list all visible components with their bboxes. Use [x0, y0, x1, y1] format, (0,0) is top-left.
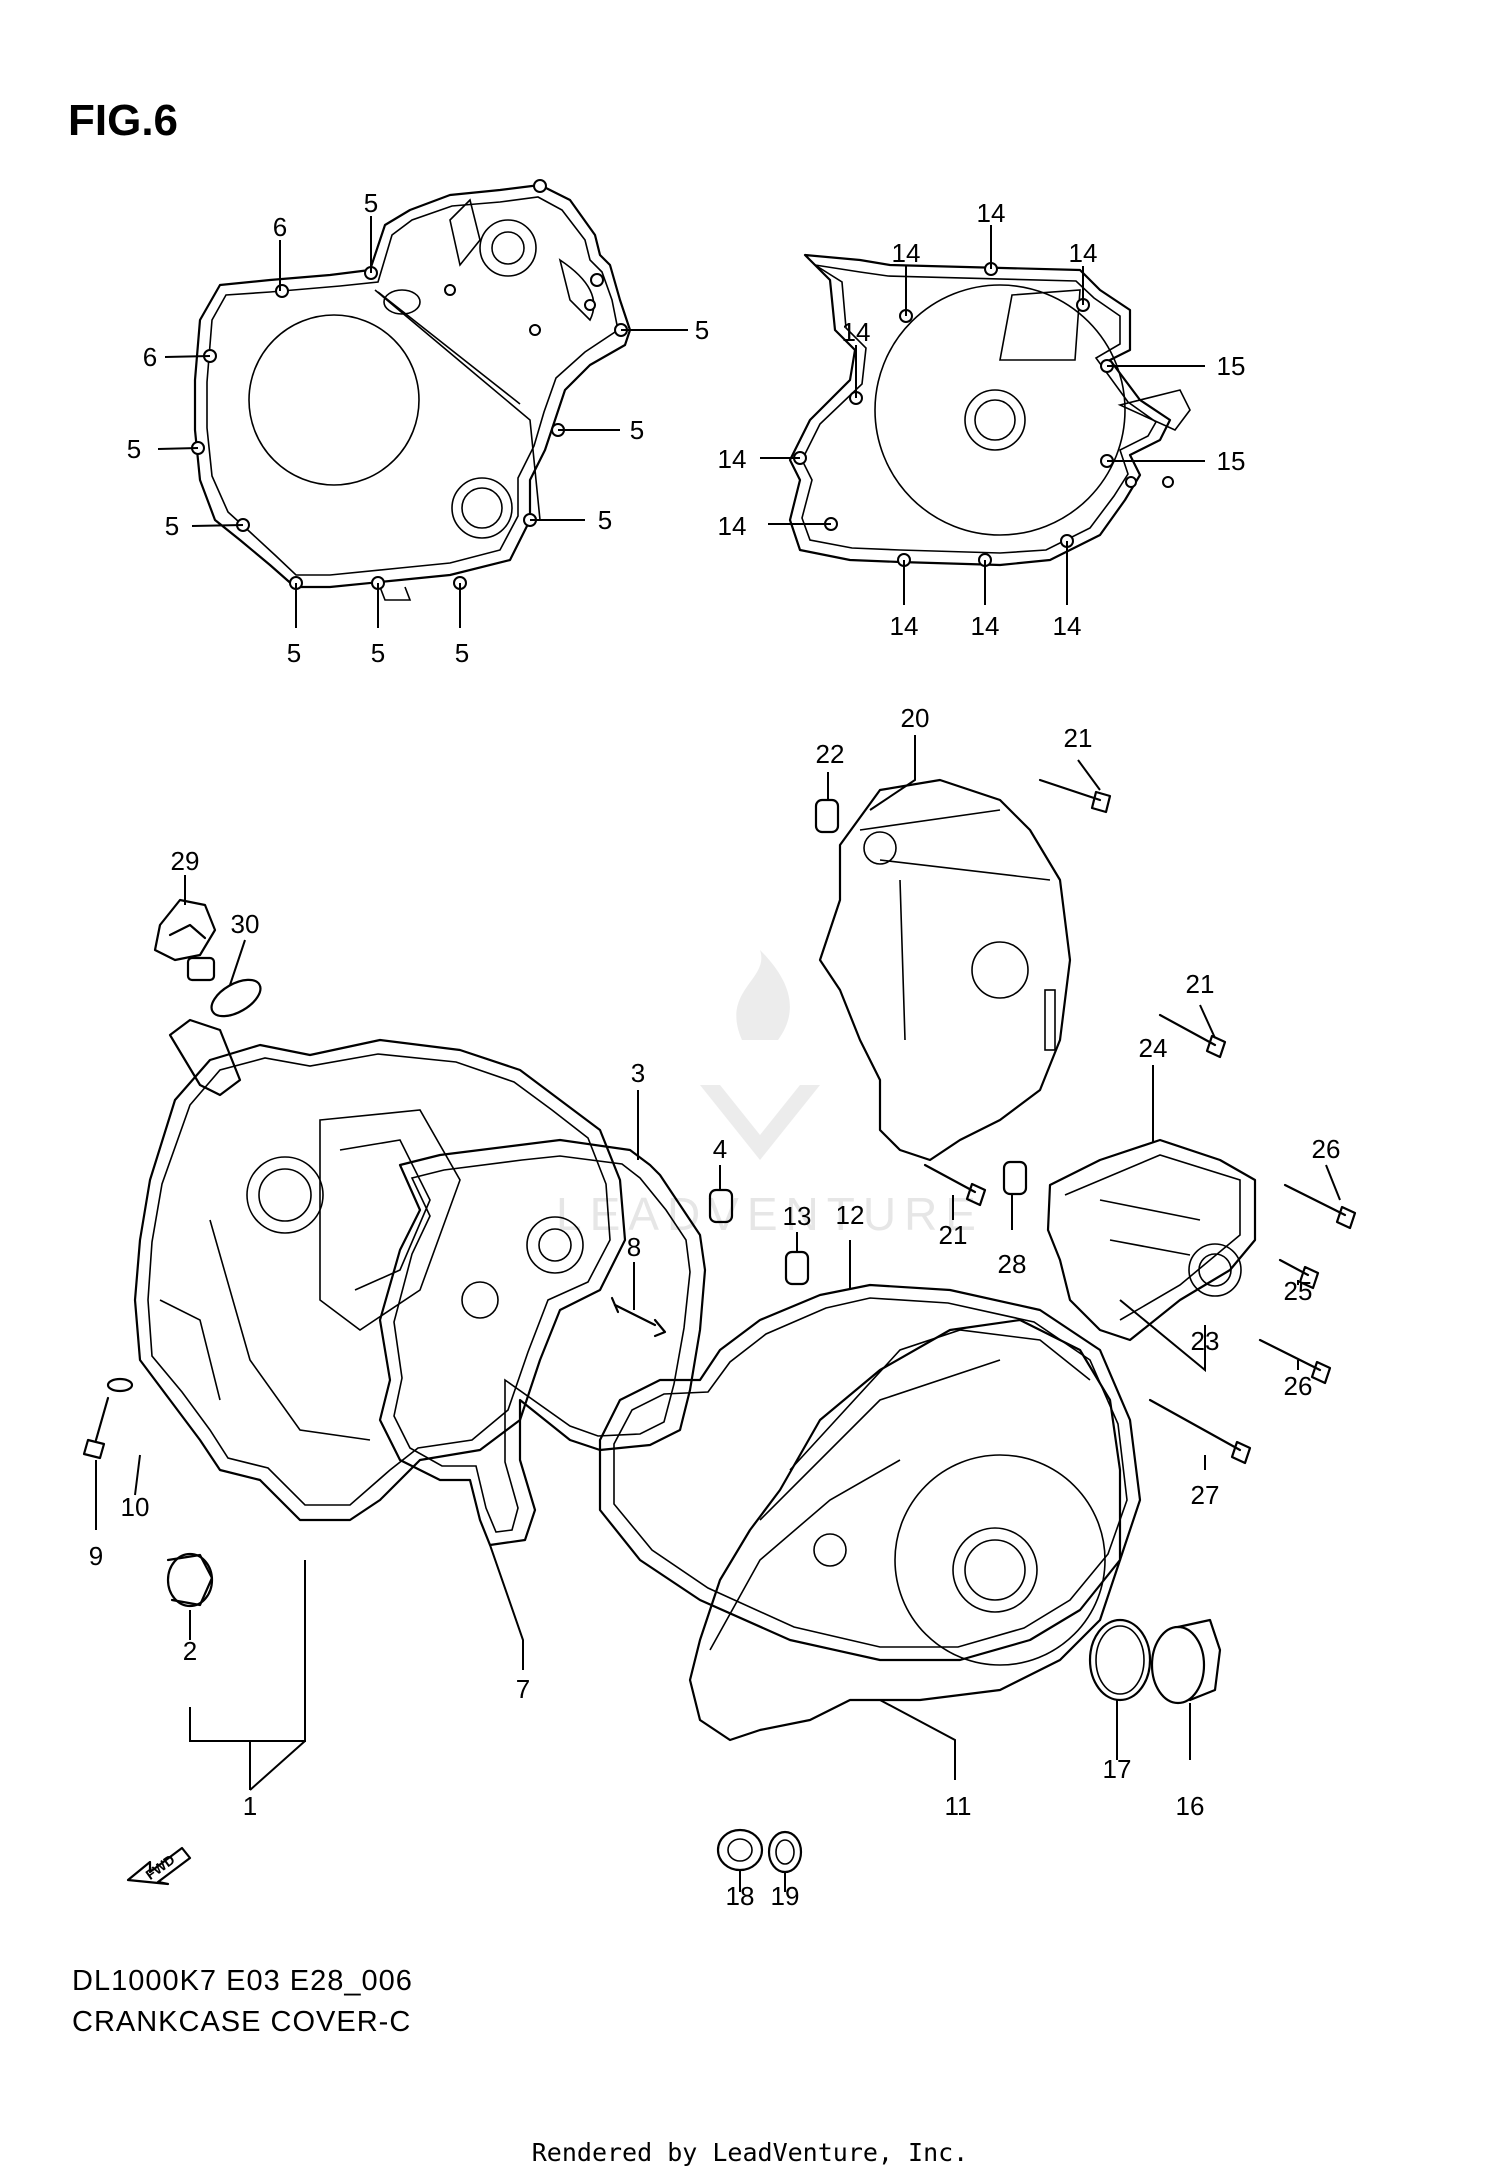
clutch-cover-outline — [193, 183, 632, 601]
water-pump-cover — [1046, 1138, 1257, 1342]
callout-30: 30 — [231, 909, 260, 939]
callout-14: 14 — [892, 238, 921, 268]
generator-cover-gasket — [598, 1283, 1142, 1662]
callout-3: 3 — [631, 1058, 645, 1088]
callout-7: 7 — [516, 1674, 530, 1704]
oil-seal-18 — [716, 1828, 764, 1872]
crankcase-gasket — [378, 1138, 707, 1547]
bolt-26-upper — [1283, 1183, 1357, 1230]
generator-cover-leader-lines — [760, 225, 1205, 605]
bolt-21-upper — [1038, 778, 1112, 814]
callout-15: 15 — [1217, 351, 1246, 381]
bolt-21-mid — [1158, 1013, 1227, 1059]
callout-14: 14 — [971, 611, 1000, 641]
assembly-name: CRANKCASE COVER-C — [72, 2006, 412, 2038]
callout-10: 10 — [121, 1492, 150, 1522]
bolt-21-lower — [923, 1163, 987, 1207]
callout-5: 5 — [165, 511, 179, 541]
bolt-25 — [1278, 1258, 1320, 1290]
callout-20: 20 — [901, 703, 930, 733]
fwd-arrow-icon: FWD — [126, 1846, 192, 1886]
crankcase — [133, 1018, 627, 1522]
leadventure-watermark: LEADVENTURE — [556, 950, 984, 1240]
callout-12: 12 — [836, 1200, 865, 1230]
figure-title: FIG.6 — [68, 96, 179, 145]
main-callouts: 29 30 22 20 21 21 24 26 3 4 13 12 8 21 2… — [89, 703, 1341, 1911]
callout-5: 5 — [630, 415, 644, 445]
clutch-cover-bolt-holes — [191, 179, 628, 590]
callout-19: 19 — [771, 1881, 800, 1911]
plug-16 — [1150, 1618, 1222, 1705]
callout-24: 24 — [1139, 1033, 1168, 1063]
callout-2: 2 — [183, 1636, 197, 1666]
generator-cover-11 — [688, 1318, 1122, 1742]
callout-5: 5 — [371, 638, 385, 668]
callout-26: 26 — [1284, 1371, 1313, 1401]
watermark-text: LEADVENTURE — [556, 1188, 984, 1240]
callout-15: 15 — [1217, 446, 1246, 476]
plug-2 — [166, 1552, 214, 1608]
callout-29: 29 — [171, 846, 200, 876]
bolt-27 — [1148, 1398, 1252, 1465]
callout-9: 9 — [89, 1541, 103, 1571]
model-code: DL1000K7 E03 E28_006 — [72, 1965, 413, 1997]
callout-6: 6 — [143, 342, 157, 372]
callout-21: 21 — [939, 1220, 968, 1250]
drain-bolt — [82, 1377, 134, 1460]
clutch-cover-leader-lines — [157, 216, 688, 628]
callout-4: 4 — [713, 1134, 727, 1164]
callout-5: 5 — [455, 638, 469, 668]
callout-5: 5 — [127, 434, 141, 464]
callout-14: 14 — [1053, 611, 1082, 641]
callout-26: 26 — [1312, 1134, 1341, 1164]
dowel-pin-22 — [814, 798, 840, 834]
callout-16: 16 — [1176, 1791, 1205, 1821]
callout-14: 14 — [842, 317, 871, 347]
bolt-8 — [610, 1296, 667, 1338]
generator-cover-bolt-holes — [793, 262, 1174, 567]
callout-18: 18 — [726, 1881, 755, 1911]
callout-21: 21 — [1064, 723, 1093, 753]
callout-25: 25 — [1284, 1276, 1313, 1306]
callout-8: 8 — [627, 1232, 641, 1262]
dowel-pin-28 — [1002, 1160, 1028, 1196]
callout-14: 14 — [718, 511, 747, 541]
callout-11: 11 — [945, 1791, 972, 1821]
callout-5: 5 — [598, 505, 612, 535]
callout-14: 14 — [718, 444, 747, 474]
generator-cover-outline — [788, 253, 1191, 567]
callout-21: 21 — [1186, 969, 1215, 999]
callout-17: 17 — [1103, 1754, 1132, 1784]
o-ring-17 — [1088, 1618, 1152, 1702]
callout-14: 14 — [1069, 238, 1098, 268]
dowel-pin-13 — [784, 1250, 810, 1286]
callout-13: 13 — [783, 1201, 812, 1231]
callout-5: 5 — [695, 315, 709, 345]
callout-1: 1 — [243, 1791, 257, 1821]
callout-14: 14 — [977, 198, 1006, 228]
callout-22: 22 — [816, 739, 845, 769]
washer-19 — [767, 1830, 803, 1874]
callout-6: 6 — [273, 212, 287, 242]
generator-cover-20 — [818, 778, 1072, 1162]
callout-5: 5 — [287, 638, 301, 668]
main-leader-lines — [95, 735, 1341, 1892]
callout-5: 5 — [364, 188, 378, 218]
callout-23: 23 — [1191, 1326, 1220, 1356]
rendered-by-credit: Rendered by LeadVenture, Inc. — [531, 2138, 969, 2167]
upper-right-callouts: 14 14 14 14 15 14 15 14 14 14 14 — [718, 198, 1246, 641]
bolt-26-lower — [1258, 1338, 1332, 1385]
callout-27: 27 — [1191, 1480, 1220, 1510]
callout-14: 14 — [890, 611, 919, 641]
upper-left-callouts: 6 5 6 5 5 5 5 5 5 5 5 — [127, 188, 709, 668]
callout-28: 28 — [998, 1249, 1027, 1279]
